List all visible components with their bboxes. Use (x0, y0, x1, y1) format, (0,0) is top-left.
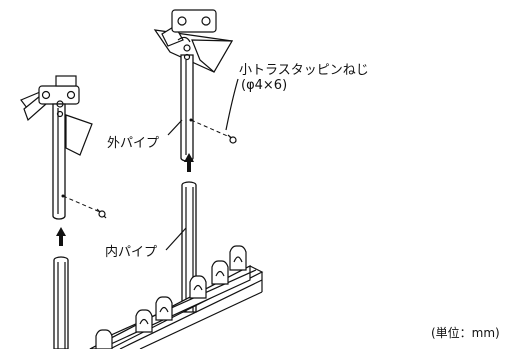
rail-holder-4 (155, 296, 173, 321)
rail-holder-2 (211, 260, 229, 285)
screw-guide-left (62, 195, 101, 213)
screw-right (227, 134, 237, 144)
inner-pipe-left (53, 256, 69, 350)
inner-pipe-label: 内パイプ (104, 245, 159, 260)
outer-pipe-label: 外パイプ (106, 136, 161, 151)
unit-note: (単位：mm) (430, 326, 501, 341)
outer-pipe-left (52, 100, 66, 220)
arrow-up-left (56, 227, 66, 246)
screw-leader-line (225, 78, 239, 131)
screw-label-name: 小トラスタッピンねじ (238, 63, 370, 78)
rail-holder-6 (95, 329, 113, 350)
arrow-up-right (184, 153, 194, 172)
outer-pipe-leader-line (167, 119, 183, 136)
rail-holder-5 (135, 309, 153, 333)
screw-label-size: (φ4×6) (240, 78, 289, 93)
left-bracket (20, 75, 93, 156)
rail-holder-1 (229, 245, 247, 271)
outer-pipe-right (180, 44, 194, 162)
rail-holder-3 (189, 275, 207, 299)
screw-guide-right (190, 119, 233, 139)
base-rail (89, 265, 264, 350)
right-bracket (153, 9, 234, 73)
screw-left (96, 208, 107, 219)
inner-pipe-leader-line (165, 227, 187, 251)
